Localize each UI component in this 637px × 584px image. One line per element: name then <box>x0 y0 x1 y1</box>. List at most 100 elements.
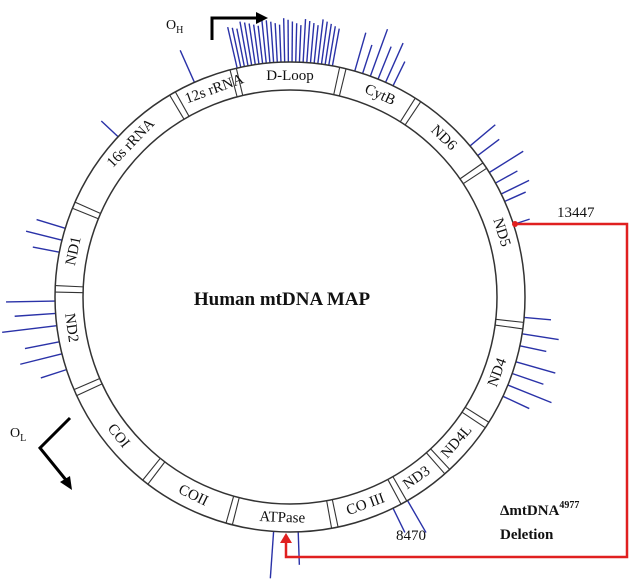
mutation-tick <box>392 507 406 533</box>
deletion-start-marker <box>512 221 518 227</box>
gene-label-nd3: ND3 <box>400 463 433 493</box>
gene-divider <box>229 69 238 98</box>
deletion-end-coordinate: 8470 <box>396 528 426 544</box>
gene-label-nd5: ND5 <box>489 216 513 249</box>
gene-divider <box>404 101 422 126</box>
mutation-tick <box>298 25 302 63</box>
mutation-tick <box>231 27 242 68</box>
ol-arrowhead <box>60 476 72 490</box>
gene-divider <box>331 499 339 528</box>
mutation-tick <box>261 18 267 64</box>
gene-divider <box>142 457 161 481</box>
mutation-tick <box>40 368 67 379</box>
ol-arrow <box>37 416 72 481</box>
mutation-tick <box>495 170 518 184</box>
mutation-tick <box>515 361 556 374</box>
mutation-tick <box>243 22 253 66</box>
mutation-tick <box>32 246 60 253</box>
gene-divider <box>387 479 402 505</box>
mutation-tick <box>511 372 544 385</box>
ol-label: OL <box>10 426 26 444</box>
mutation-tick <box>295 23 298 63</box>
mutation-tick <box>328 26 336 66</box>
gene-label-nd6: ND6 <box>427 122 459 154</box>
mutation-tick <box>36 218 66 229</box>
gene-label-nd4: ND4 <box>485 356 510 389</box>
gene-divider <box>73 378 100 391</box>
mutation-tick <box>257 25 264 64</box>
mutation-tick <box>524 316 552 321</box>
gene-divider <box>72 207 99 220</box>
gene-divider <box>495 324 523 330</box>
mutation-tick <box>14 312 56 317</box>
gene-divider <box>399 97 416 123</box>
mutation-tick <box>377 46 392 80</box>
oh-label: OH <box>166 18 183 36</box>
gene-divider <box>76 383 103 397</box>
deletion-word: Deletion <box>500 527 554 543</box>
mutation-tick <box>521 333 559 341</box>
gene-divider <box>326 500 333 529</box>
gene-label-atpase: ATPase <box>259 509 306 527</box>
gene-divider <box>392 476 408 502</box>
gene-label-nd1: ND1 <box>63 235 85 267</box>
mutation-tick <box>248 23 256 65</box>
gene-divider <box>169 94 185 120</box>
mutation-tick <box>317 19 324 64</box>
mutation-tick <box>331 28 340 66</box>
gene-divider <box>74 201 101 214</box>
mutation-tick <box>369 28 389 77</box>
mutation-tick <box>2 324 57 334</box>
gene-divider <box>147 461 166 485</box>
mutation-tick <box>469 124 496 147</box>
mutation-tick <box>488 150 524 174</box>
mutation-tick <box>519 345 547 353</box>
gene-divider <box>235 68 244 96</box>
heavy-strand-origin: OH <box>166 12 268 40</box>
gene-divider <box>495 318 524 323</box>
gene-divider <box>231 497 240 525</box>
mutation-tick <box>507 384 552 404</box>
mutation-tick <box>320 21 328 65</box>
gene-label-nd2: ND2 <box>61 312 81 343</box>
mutation-tick <box>270 21 275 63</box>
deletion-line <box>284 222 629 559</box>
oh-arrowhead <box>256 12 268 24</box>
gene-divider <box>55 284 84 288</box>
map-title: Human mtDNA MAP <box>194 289 371 310</box>
mutation-tick <box>269 531 275 579</box>
gene-dividers <box>55 67 524 529</box>
mutation-tick <box>354 32 367 72</box>
mutation-tick <box>6 300 56 303</box>
light-strand-origin: OL <box>10 416 72 490</box>
mutation-tick <box>252 24 260 65</box>
deletion-bracket <box>280 221 629 559</box>
mutation-tick <box>502 395 530 410</box>
gene-divider <box>459 162 484 180</box>
mutation-tick <box>406 500 427 533</box>
ring-outer <box>54 61 526 533</box>
gene-divider <box>333 67 341 95</box>
gene-divider <box>461 411 486 429</box>
mutation-tick <box>392 61 406 87</box>
deletion-end-arrowhead <box>280 533 292 543</box>
mutation-tick <box>20 353 63 365</box>
mutation-tick <box>239 21 249 66</box>
mutation-ticks <box>2 18 559 579</box>
gene-divider <box>174 91 190 117</box>
mutation-tick <box>24 341 60 350</box>
mutation-tick <box>324 23 332 65</box>
mutation-tick <box>297 531 301 565</box>
mutation-tick <box>302 18 307 63</box>
mutation-tick <box>179 50 196 83</box>
mutation-tick <box>278 24 282 63</box>
gene-label-nd4l: ND4L <box>438 422 475 461</box>
mutation-tick <box>309 22 315 63</box>
gene-divider <box>464 406 490 423</box>
mutation-tick <box>477 138 500 157</box>
gene-divider <box>338 68 347 97</box>
mutation-tick <box>282 18 286 63</box>
mutation-tick <box>306 20 311 63</box>
gene-divider <box>225 496 235 524</box>
